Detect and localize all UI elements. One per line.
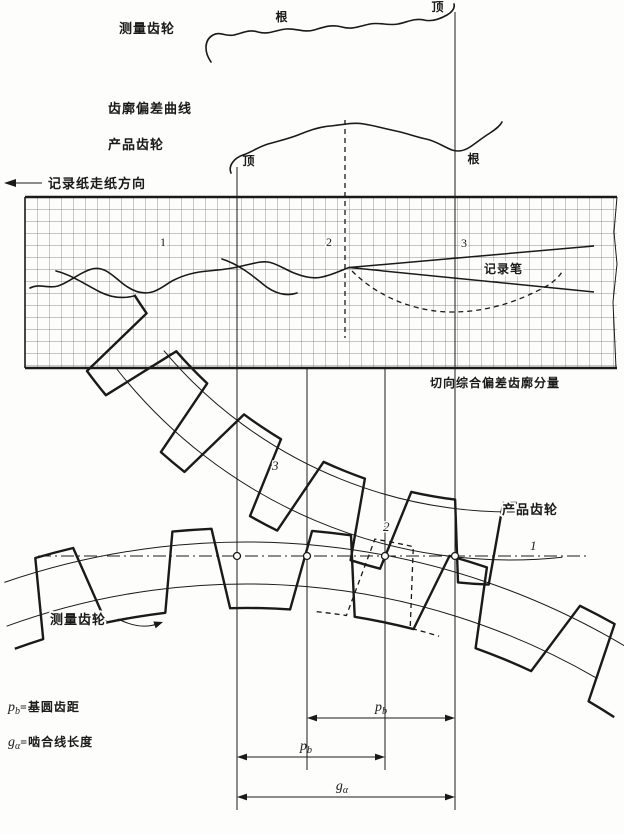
recording-paper: 记录笔 1 2 3 <box>24 195 618 370</box>
reference-lines <box>236 12 456 810</box>
legend-pb: pb=基圆齿距 <box>7 699 80 717</box>
contact-point-c <box>380 551 390 561</box>
tip-top-label: 顶 <box>431 0 444 14</box>
dim-ga-arrow-right <box>445 793 455 801</box>
measuring-gear-profile-trace <box>205 3 455 63</box>
mesh-point-3: 3 <box>271 458 279 473</box>
chart-marker-2: 2 <box>326 235 332 249</box>
dim-ga-label: gα <box>336 779 349 796</box>
profile-deviation-curve-label: 齿廓偏差曲线 <box>108 101 192 116</box>
legend: pb=基圆齿距 gα=啮合线长度 <box>7 699 93 752</box>
product-gear-profile-trace <box>229 121 503 174</box>
tangential-component-label: 切向综合偏差齿廓分量 <box>430 375 560 390</box>
measuring-gear-arrow-icon <box>153 621 163 629</box>
chart-marker-3: 3 <box>461 236 467 250</box>
dim-pb-right-arrow-right <box>445 714 455 722</box>
dim-pb-left-arrow-left <box>237 753 247 761</box>
chart-marker-1: 1 <box>160 235 166 249</box>
product-gear-outer-arc <box>115 367 563 561</box>
top-trace-section: 测量齿轮 根 顶 齿廓偏差曲线 产品齿轮 顶 根 记录纸走纸方向 <box>4 0 503 191</box>
pen-label: 记录笔 <box>484 261 523 276</box>
contact-point-a <box>232 551 242 561</box>
measuring-gear-teeth <box>14 527 616 719</box>
dimension-lines: pb pb gα <box>237 700 455 801</box>
measuring-gear-pitch-arc <box>6 583 597 679</box>
measuring-gear-outer-arc <box>4 541 624 647</box>
mesh-point-1: 1 <box>530 538 537 553</box>
recorded-trace-loop-1 <box>55 270 135 299</box>
dim-ga-arrow-left <box>237 793 247 801</box>
mesh-point-2: 2 <box>383 519 390 534</box>
root-top-label: 根 <box>275 9 288 24</box>
product-gear-pitch-arc <box>163 350 558 513</box>
paper-right-edge <box>612 196 618 369</box>
product-root-label: 根 <box>467 151 480 166</box>
legend-ga: gα=啮合线长度 <box>8 734 93 752</box>
measuring-gear-top-label: 测量齿轮 <box>119 21 175 36</box>
recorded-trace-loop-2 <box>221 258 298 296</box>
product-tip-label: 顶 <box>242 154 255 168</box>
grid-paper <box>25 197 617 368</box>
product-gear-label: 产品齿轮 <box>502 502 558 517</box>
dim-pb-right-arrow-left <box>307 714 317 722</box>
recorded-trace-main <box>29 261 350 294</box>
contact-point-b <box>302 551 312 561</box>
paper-direction-arrow-icon <box>4 179 16 187</box>
dim-pb-left-arrow-right <box>375 753 385 761</box>
pen-upper-edge <box>348 245 595 269</box>
measuring-gear-arrow-line <box>117 618 158 627</box>
paper-direction-label: 记录纸走纸方向 <box>48 176 146 191</box>
measuring-gear-label: 测量齿轮 <box>50 612 106 627</box>
recorded-trace-dashed <box>351 269 564 313</box>
pen-lower-edge <box>348 266 595 293</box>
dim-pb-left-label: pb <box>299 739 312 756</box>
product-gear-top-label: 产品齿轮 <box>108 137 164 152</box>
dim-pb-right-label: pb <box>374 700 387 717</box>
phantom-tooth-dashed <box>316 538 440 637</box>
gear-mesh-section: 3 2 1 产品齿轮 测量齿轮 <box>4 294 624 719</box>
contact-point-d <box>450 551 460 561</box>
product-gear-teeth <box>85 294 526 586</box>
